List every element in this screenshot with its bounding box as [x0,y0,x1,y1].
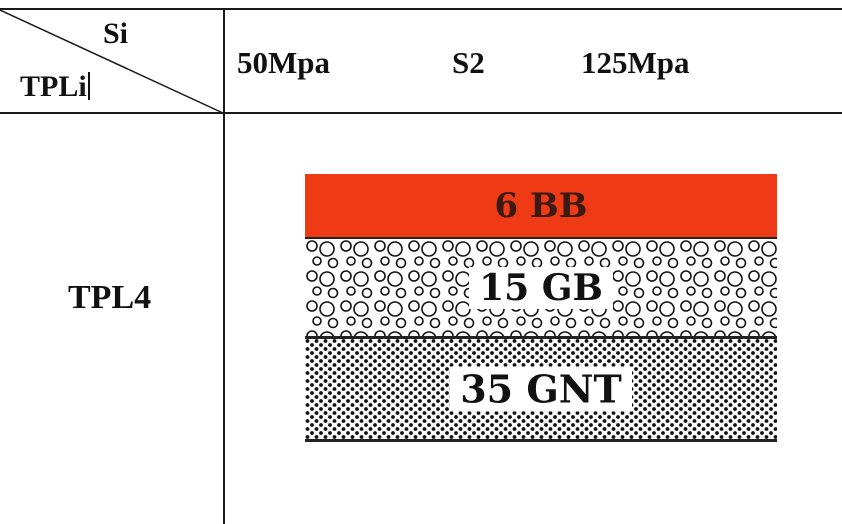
column-header-50mpa: 50Mpa [237,45,330,80]
table-header-divider [0,112,842,114]
row-label-tpl4: TPL4 [68,279,152,316]
corner-label-top: Si [103,17,129,50]
corner-label-bottom: TPLi [20,72,90,102]
layer-bb-label: 6 BB [305,186,777,226]
corner-diagonal-line [0,9,224,114]
column-header-125mpa: 125Mpa [581,45,690,80]
layer-bb: 6 BB [305,174,777,237]
table-column-divider [223,8,225,524]
column-header-s2: S2 [452,45,485,80]
pavement-layers-figure: 6 BB 15 GB [305,174,777,442]
layer-gnt: 35 GNT [305,339,777,439]
layer-gb-label: 15 GB [305,266,777,309]
text-cursor [87,72,90,100]
layer-gb: 15 GB [305,239,777,336]
layer-gnt-label-text: 35 GNT [450,366,632,412]
layer-bb-label-text: 6 BB [494,185,588,226]
layer-gnt-label: 35 GNT [305,366,777,412]
table-top-border [0,8,842,10]
corner-label-bottom-text: TPLi [20,70,87,103]
layer-gb-label-text: 15 GB [469,266,613,309]
